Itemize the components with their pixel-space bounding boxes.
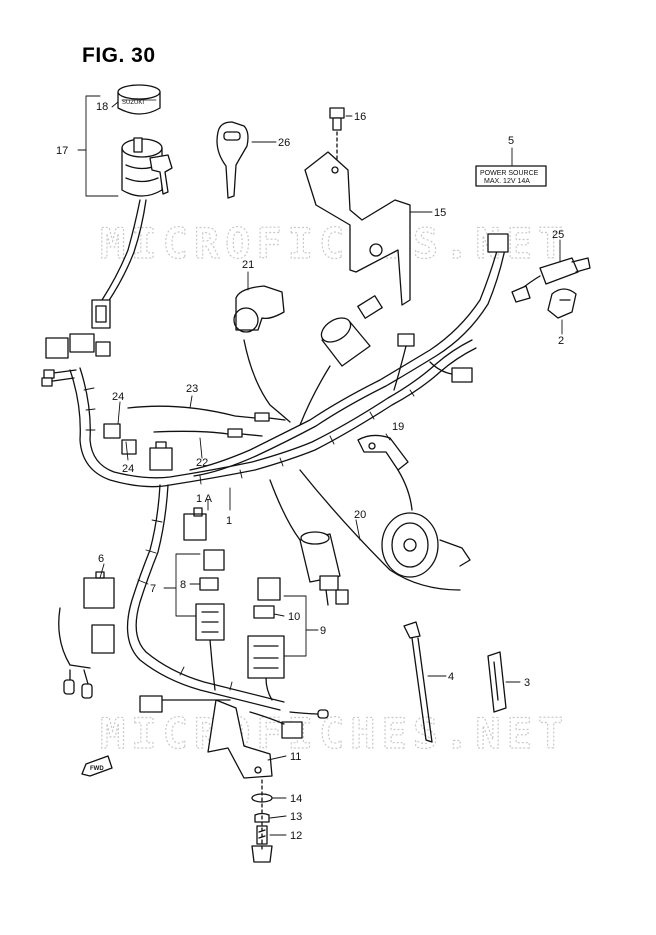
band-3 (487, 651, 507, 713)
callout-17: 17 (56, 145, 68, 157)
callout-22: 22 (196, 457, 208, 469)
callout-9: 9 (320, 625, 326, 637)
callout-8: 8 (180, 579, 186, 591)
stop-switch-25 (511, 257, 591, 303)
callout-15: 15 (434, 207, 446, 219)
callout-10: 10 (288, 611, 300, 623)
bracket-15 (304, 151, 411, 306)
relay-9-10 (247, 577, 285, 701)
cap-brand: SUZUKI (122, 100, 144, 106)
coil-upper (299, 295, 415, 426)
callout-5: 5 (508, 135, 514, 147)
callout-14: 14 (290, 793, 302, 805)
ignition-switch (101, 137, 173, 303)
watermark-top: MICROFICHES.NET (100, 219, 569, 268)
callout-1A: 1 A (196, 493, 213, 505)
callout-23: 23 (186, 383, 198, 395)
callout-11: 11 (290, 751, 301, 763)
callout-24-upper: 24 (112, 391, 124, 403)
callout-18: 18 (96, 101, 108, 113)
figure-title: FIG. 30 (82, 44, 156, 67)
callout-19: 19 (392, 421, 404, 433)
callout-7: 7 (150, 583, 156, 595)
callout-25: 25 (552, 229, 564, 241)
handlebar-switch-21 (233, 285, 291, 423)
coil-lower (269, 479, 349, 606)
key (216, 121, 249, 199)
callout-4: 4 (448, 671, 454, 683)
power-source-plate (475, 165, 547, 187)
callout-13: 13 (290, 811, 302, 823)
callout-20: 20 (354, 509, 366, 521)
horn-19-20 (299, 434, 471, 591)
fwd-label: FWD (90, 766, 104, 772)
callout-6: 6 (98, 553, 104, 565)
callout-24-lower: 24 (122, 463, 134, 475)
relay-6 (58, 571, 115, 699)
callout-26: 26 (278, 137, 290, 149)
bolt-16 (329, 107, 345, 131)
bracket-11 (139, 695, 329, 779)
callout-1: 1 (226, 515, 232, 527)
callout-21: 21 (242, 259, 254, 271)
ignition-cap (117, 84, 161, 115)
callout-2: 2 (558, 335, 564, 347)
clamp-2 (547, 288, 577, 319)
plate-line-1: POWER SOURCE (480, 170, 539, 177)
callout-16: 16 (354, 111, 366, 123)
plate-line-2: MAX. 12V 14A (484, 178, 530, 185)
callout-3: 3 (524, 677, 530, 689)
watermark-bottom: MICROFICHES.NET (100, 709, 569, 758)
relay-7-8 (195, 549, 225, 691)
cable-tie-4 (403, 621, 433, 743)
callout-12: 12 (290, 830, 302, 842)
fwd-arrow (81, 755, 113, 777)
